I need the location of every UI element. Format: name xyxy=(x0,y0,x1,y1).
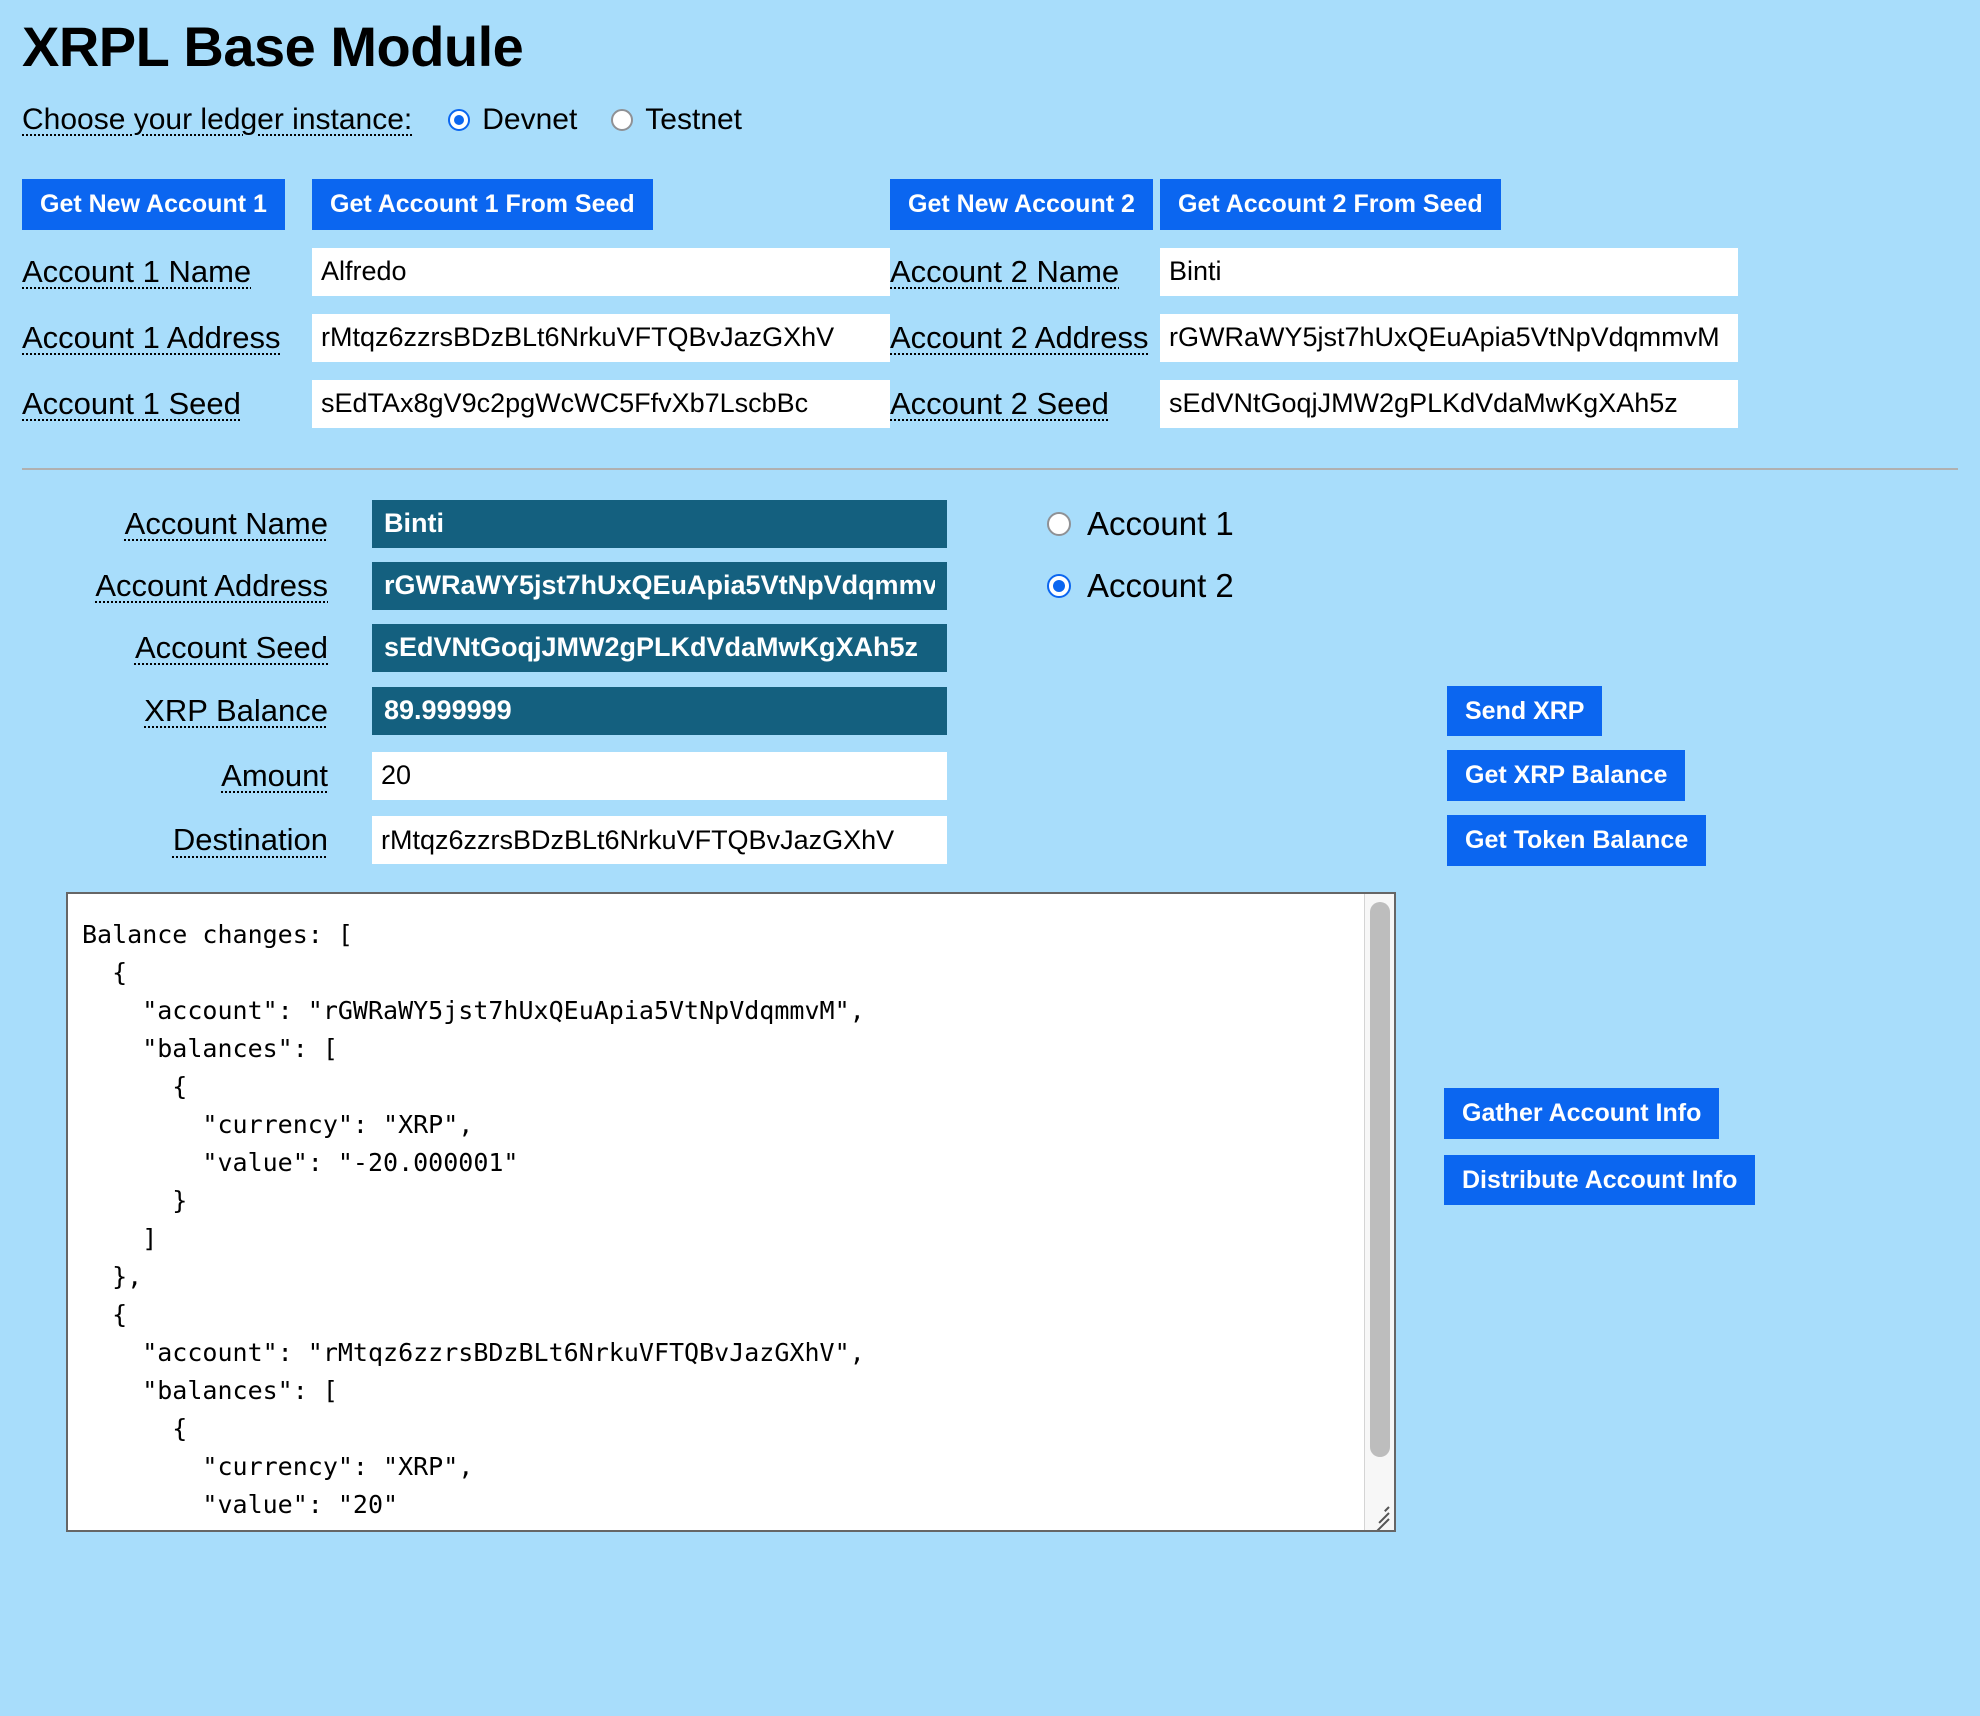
output-section: Balance changes: [ { "account": "rGWRaWY… xyxy=(22,891,1958,1532)
resize-handle-icon[interactable] xyxy=(1364,1500,1392,1530)
app-root: XRPL Base Module Choose your ledger inst… xyxy=(22,15,1958,1532)
cell-label-seed-2: Account 2 Seed xyxy=(890,386,1160,440)
account-selector-account-2-label: Account 2 xyxy=(1087,566,1234,604)
cell-btn-new-1: Get New Account 1 xyxy=(22,178,312,248)
account-2-seed-label: Account 2 Seed xyxy=(890,385,1109,421)
radio-account-1-icon[interactable] xyxy=(1047,511,1071,536)
account-1-seed-input[interactable] xyxy=(312,379,890,428)
ledger-option-devnet[interactable]: Devnet xyxy=(448,103,577,137)
account-address-field[interactable] xyxy=(372,561,947,610)
cell-send-xrp: Send XRP xyxy=(1447,685,1958,737)
account-2-name-input[interactable] xyxy=(1160,247,1738,296)
account-2-seed-input[interactable] xyxy=(1160,379,1738,428)
output-scrollbar[interactable] xyxy=(1364,893,1394,1530)
account-info-buttons: Gather Account Info Distribute Account I… xyxy=(1444,1087,1756,1206)
amount-label: Amount xyxy=(221,757,328,793)
output-textarea[interactable]: Balance changes: [ { "account": "rGWRaWY… xyxy=(82,919,865,1530)
cell-input-seed-1 xyxy=(312,379,890,446)
cell-label-name-2: Account 2 Name xyxy=(890,254,1160,308)
cell-input-seed-2 xyxy=(1160,379,1738,446)
cell-xrp-balance xyxy=(372,686,947,735)
account-2-name-label: Account 2 Name xyxy=(890,253,1120,289)
account-1-address-input[interactable] xyxy=(312,313,890,362)
destination-label: Destination xyxy=(172,822,328,858)
ledger-chooser-label: Choose your ledger instance: xyxy=(22,102,413,136)
xrp-balance-field[interactable] xyxy=(372,686,947,735)
page-title: XRPL Base Module xyxy=(22,15,524,78)
radio-devnet-icon[interactable] xyxy=(448,108,471,131)
accounts-grid: Get New Account 1 Get Account 1 From See… xyxy=(22,178,1958,446)
account-address-label: Account Address xyxy=(95,567,328,603)
account-2-address-input[interactable] xyxy=(1160,313,1738,362)
account-selector-account-1[interactable]: Account 1 xyxy=(1047,505,1447,543)
amount-input[interactable] xyxy=(372,751,947,800)
cell-get-xrp-balance: Get XRP Balance xyxy=(1447,750,1958,802)
account-seed-label: Account Seed xyxy=(134,629,328,665)
get-account-2-from-seed-button[interactable]: Get Account 2 From Seed xyxy=(1160,178,1501,230)
gather-account-info-button[interactable]: Gather Account Info xyxy=(1444,1087,1720,1139)
account-seed-field[interactable] xyxy=(372,623,947,672)
send-xrp-button[interactable]: Send XRP xyxy=(1447,685,1603,737)
get-token-balance-button[interactable]: Get Token Balance xyxy=(1447,815,1707,866)
get-xrp-balance-button[interactable]: Get XRP Balance xyxy=(1447,750,1686,802)
account-1-address-label: Account 1 Address xyxy=(22,319,281,355)
output-scrollbar-thumb[interactable] xyxy=(1370,901,1390,1457)
account-name-field[interactable] xyxy=(372,499,947,548)
radio-account-2-icon[interactable] xyxy=(1047,573,1071,598)
account-1-name-label: Account 1 Name xyxy=(22,253,252,289)
ledger-option-testnet[interactable]: Testnet xyxy=(611,103,742,137)
cell-input-address-2 xyxy=(1160,313,1738,380)
cell-input-name-2 xyxy=(1160,247,1738,314)
account-2-address-label: Account 2 Address xyxy=(890,319,1149,355)
cell-label-address-2: Account 2 Address xyxy=(890,320,1160,374)
output-textarea-wrapper[interactable]: Balance changes: [ { "account": "rGWRaWY… xyxy=(66,891,1396,1532)
distribute-account-info-button[interactable]: Distribute Account Info xyxy=(1444,1154,1756,1206)
account-selector-account-2[interactable]: Account 2 xyxy=(1047,567,1447,605)
cell-btn-new-2: Get New Account 2 xyxy=(890,178,1160,248)
cell-account-name xyxy=(372,499,947,548)
cell-input-name-1 xyxy=(312,247,890,314)
ledger-chooser: Choose your ledger instance: Devnet Test… xyxy=(22,103,1958,137)
ledger-option-testnet-label: Testnet xyxy=(645,102,743,136)
xrp-balance-label: XRP Balance xyxy=(144,692,328,728)
cell-account-seed xyxy=(372,623,947,672)
account-selector-account-1-label: Account 1 xyxy=(1087,504,1234,542)
account-1-seed-label: Account 1 Seed xyxy=(22,385,241,421)
cell-amount xyxy=(372,751,947,800)
cell-account-address xyxy=(372,561,947,610)
account-1-name-input[interactable] xyxy=(312,247,890,296)
cell-btn-seed-1: Get Account 1 From Seed xyxy=(312,178,890,248)
get-new-account-2-button[interactable]: Get New Account 2 xyxy=(890,178,1153,230)
radio-testnet-icon[interactable] xyxy=(611,108,634,131)
cell-input-address-1 xyxy=(312,313,890,380)
cell-get-token-balance: Get Token Balance xyxy=(1447,815,1958,866)
cell-destination xyxy=(372,816,947,865)
section-divider xyxy=(22,467,1958,470)
active-account-form: Account Name Account 1 Account Address A… xyxy=(22,499,1958,866)
ledger-option-devnet-label: Devnet xyxy=(482,102,578,136)
account-name-label: Account Name xyxy=(124,505,328,541)
destination-input[interactable] xyxy=(372,816,947,865)
cell-label-address-1: Account 1 Address xyxy=(22,320,312,374)
cell-btn-seed-2: Get Account 2 From Seed xyxy=(1160,178,1738,248)
cell-label-seed-1: Account 1 Seed xyxy=(22,386,312,440)
get-account-1-from-seed-button[interactable]: Get Account 1 From Seed xyxy=(312,178,653,230)
cell-label-name-1: Account 1 Name xyxy=(22,254,312,308)
get-new-account-1-button[interactable]: Get New Account 1 xyxy=(22,178,285,230)
